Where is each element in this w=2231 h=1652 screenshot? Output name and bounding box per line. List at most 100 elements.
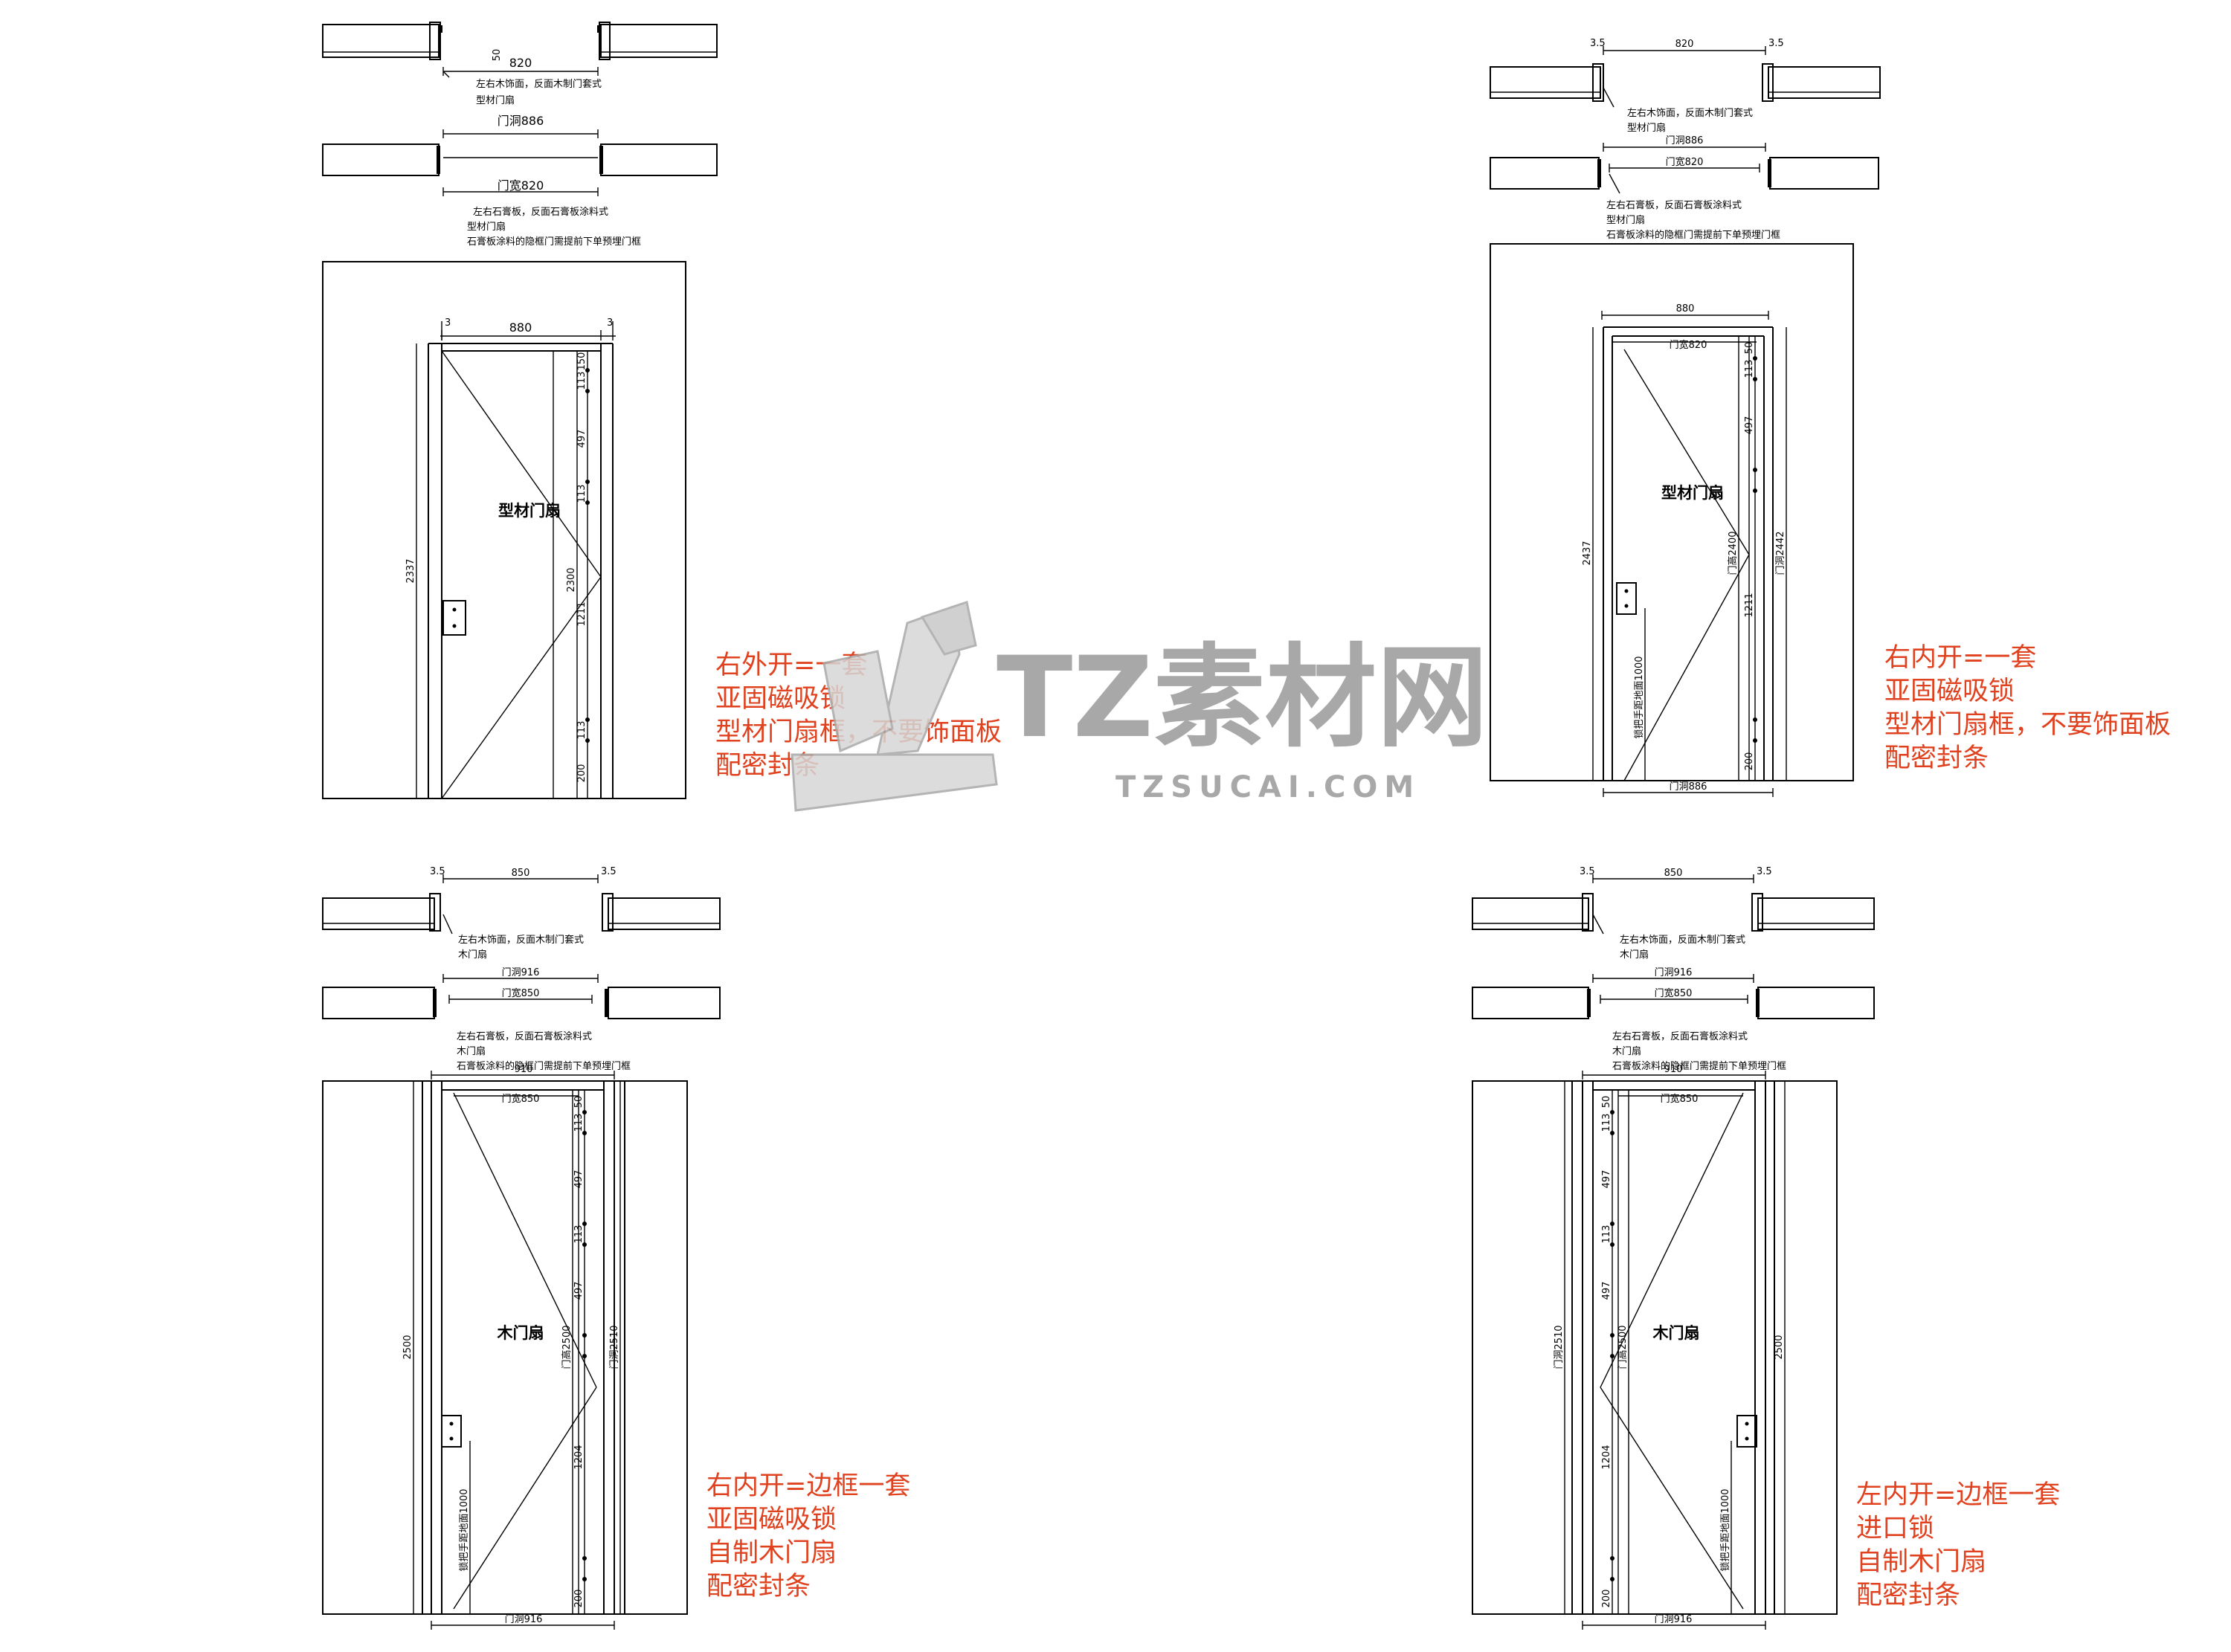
dim-elev-handle: 锁把手距地面1000 bbox=[1719, 1488, 1731, 1571]
spec-note-3: 自制木门扇 bbox=[1856, 1547, 1986, 1577]
dim-seg-5: 1211 bbox=[576, 601, 587, 626]
spec-notes: 右内开=边框一套 亚固磁吸锁 自制木门扇 配密封条 bbox=[706, 1471, 910, 1601]
dim-elev-width: 880 bbox=[1676, 303, 1695, 314]
dim-plan2-opening: 门洞886 bbox=[1666, 135, 1704, 146]
dim-plan2-door-width: 门宽820 bbox=[498, 178, 544, 193]
plan-wood-trim: 820 3.5 3.5 左右木饰面，反面木制门套式 型材门扇 bbox=[1490, 38, 1881, 134]
dim-seg-1: 50 bbox=[1744, 342, 1755, 355]
dim-seg-3: 497 bbox=[573, 1170, 585, 1189]
spec-note-4: 配密封条 bbox=[1856, 1581, 1960, 1610]
dim-plan1-r: 3.5 bbox=[1768, 38, 1784, 49]
plan-wood-trim: 850 3.5 3.5 左右木饰面，反面木制门套式 木门扇 bbox=[322, 866, 721, 961]
dim-seg-2: 113 bbox=[1744, 360, 1755, 378]
leaf-label: 型材门扇 bbox=[498, 502, 561, 520]
plan1-note-2: 型材门扇 bbox=[1627, 122, 1666, 134]
dim-plan1-width: 820 bbox=[509, 56, 532, 70]
dim-elev-handle: 锁把手距地面1000 bbox=[1633, 656, 1645, 738]
dim-seg-4: 113 bbox=[1601, 1225, 1612, 1244]
plan-wood-trim: 820 50 左右木饰面，反面木制门套式 型材门扇 bbox=[322, 22, 718, 106]
elevation-profile-door: 880 门宽820 锁把手距地面1000 2437 门高2400 门洞2442 bbox=[1490, 243, 1854, 797]
dim-elev-bottom: 门洞916 bbox=[505, 1614, 543, 1625]
dim-seg-5: 497 bbox=[573, 1282, 585, 1300]
elevation-profile-door: 880 3 3 2337 2300 150 113 497 113 1211 1… bbox=[322, 261, 686, 799]
panel-bottom-right: 850 3.5 3.5 左右木饰面，反面木制门套式 木门扇 门洞916 bbox=[1472, 866, 2060, 1630]
dim-elev-height-opening: 门洞2442 bbox=[1775, 531, 1786, 575]
leaf-label: 木门扇 bbox=[497, 1324, 544, 1342]
dim-elev-height-total: 2337 bbox=[405, 558, 416, 583]
dim-plan2-opening: 门洞886 bbox=[498, 114, 544, 128]
plan1-note-1: 左右木饰面，反面木制门套式 bbox=[1627, 107, 1753, 119]
spec-note-3: 自制木门扇 bbox=[706, 1538, 837, 1568]
dim-plan2-door-width: 门宽850 bbox=[1655, 987, 1693, 999]
plan2-note-3: 石膏板涂料的隐框门需提前下单预埋门框 bbox=[457, 1060, 631, 1072]
spec-note-1: 左内开=边框一套 bbox=[1856, 1480, 2060, 1510]
dim-elev-bottom: 门洞886 bbox=[1670, 781, 1707, 793]
dim-plan2-opening: 门洞916 bbox=[502, 967, 540, 978]
spec-note-3: 型材门扇框，不要饰面板 bbox=[1884, 710, 2171, 740]
watermark-logo-icon bbox=[791, 601, 998, 812]
dim-elev-height-opening: 门洞2510 bbox=[1554, 1325, 1565, 1369]
panel-bottom-left: 850 3.5 3.5 左右木饰面，反面木制门套式 木门扇 门洞916 bbox=[322, 866, 910, 1630]
plan1-note-1: 左右木饰面，反面木制门套式 bbox=[458, 934, 584, 946]
plan1-note-2: 木门扇 bbox=[458, 949, 487, 961]
watermark-url: TZSUCAI.COM bbox=[1116, 770, 1420, 804]
plan1-note-2: 木门扇 bbox=[1620, 949, 1649, 961]
plan-wood-trim: 850 3.5 3.5 左右木饰面，反面木制门套式 木门扇 bbox=[1472, 866, 1875, 961]
dim-seg-2: 113 bbox=[576, 372, 587, 390]
dim-elev-inner: 门宽820 bbox=[1670, 339, 1707, 351]
dim-seg-4: 1211 bbox=[1744, 593, 1755, 617]
spec-note-2: 亚固磁吸锁 bbox=[1884, 677, 2015, 706]
dim-plan2-door-width: 门宽850 bbox=[502, 987, 540, 999]
plan1-note-2: 型材门扇 bbox=[476, 94, 515, 106]
dim-elev-width: 880 bbox=[509, 320, 532, 335]
dim-elev-height-total: 2500 bbox=[402, 1335, 413, 1359]
leaf-label: 型材门扇 bbox=[1661, 484, 1724, 502]
dim-elev-handle: 锁把手距地面1000 bbox=[458, 1488, 470, 1571]
dim-elev-height-total: 2437 bbox=[1582, 541, 1593, 565]
dim-seg-7: 200 bbox=[576, 764, 587, 783]
dim-seg-5: 497 bbox=[1601, 1282, 1612, 1300]
dim-elev-height-leaf: 门高2500 bbox=[561, 1325, 573, 1369]
spec-note-4: 配密封条 bbox=[1884, 743, 1989, 773]
dim-seg-1: 50 bbox=[573, 1096, 585, 1109]
dim-elev-width-r: 3 bbox=[607, 317, 613, 329]
plan2-note-1: 左右石膏板，反面石膏板涂料式 bbox=[457, 1030, 592, 1042]
spec-notes: 左内开=边框一套 进口锁 自制木门扇 配密封条 bbox=[1856, 1480, 2060, 1610]
dim-seg-7: 200 bbox=[1601, 1590, 1612, 1608]
dim-seg-4: 113 bbox=[576, 485, 587, 503]
dim-elev-bottom: 门洞916 bbox=[1655, 1614, 1693, 1625]
dim-seg-1: 50 bbox=[1601, 1096, 1612, 1109]
plan2-note-2: 型材门扇 bbox=[467, 221, 506, 233]
dim-seg-3: 497 bbox=[576, 430, 587, 448]
dim-seg-7: 200 bbox=[573, 1590, 585, 1608]
dim-plan2-door-width: 门宽820 bbox=[1666, 156, 1704, 168]
dim-elev-height-leaf: 2300 bbox=[566, 567, 577, 592]
dim-plan1-l: 3.5 bbox=[1580, 866, 1595, 877]
elevation-wood-door: 910 门宽850 锁把手距地面1000 2500 门高2500 门洞25 bbox=[1472, 1064, 1838, 1630]
dim-elev-height-total: 2500 bbox=[1774, 1335, 1785, 1359]
dim-seg-4: 113 bbox=[573, 1225, 585, 1244]
dim-plan1-side: 50 bbox=[492, 49, 503, 62]
plan2-note-2: 木门扇 bbox=[1612, 1045, 1641, 1057]
plan-gypsum: 门洞916 门宽850 左右石膏板，反面石膏板涂料式 木门扇 石膏板涂料的隐框门… bbox=[1472, 967, 1875, 1072]
spec-note-1: 右内开=一套 bbox=[1884, 643, 2036, 673]
dim-seg-6: 1204 bbox=[1601, 1445, 1612, 1469]
spec-note-2: 亚固磁吸锁 bbox=[706, 1505, 837, 1535]
panel-top-right: 820 3.5 3.5 左右木饰面，反面木制门套式 型材门扇 门洞886 bbox=[1490, 38, 2171, 797]
plan2-note-3: 石膏板涂料的隐框门需提前下单预埋门框 bbox=[1612, 1060, 1786, 1072]
plan2-note-3: 石膏板涂料的隐框门需提前下单预埋门框 bbox=[1606, 229, 1780, 241]
plan-gypsum: 门洞886 门宽820 左右石膏板，反面石膏板涂料式 型材门扇 石膏板涂料的隐框… bbox=[1490, 135, 1879, 241]
spec-notes: 右内开=一套 亚固磁吸锁 型材门扇框，不要饰面板 配密封条 bbox=[1884, 643, 2171, 773]
spec-note-1: 右内开=边框一套 bbox=[706, 1471, 910, 1501]
watermark: TZ素材网 TZSUCAI.COM bbox=[791, 601, 1488, 812]
dim-seg-6: 1204 bbox=[573, 1445, 585, 1469]
spec-note-4: 配密封条 bbox=[706, 1572, 811, 1601]
plan1-note-1: 左右木饰面，反面木制门套式 bbox=[1620, 934, 1745, 946]
plan-gypsum: 门洞886 门宽820 左右石膏板，反面石膏板涂料式 型材门扇 石膏板涂料的隐框… bbox=[322, 114, 718, 248]
dim-plan1-width: 850 bbox=[1664, 868, 1683, 879]
plan2-note-3: 石膏板涂料的隐框门需提前下单预埋门框 bbox=[467, 236, 641, 248]
dim-plan1-l: 3.5 bbox=[1590, 38, 1606, 49]
plan-gypsum: 门洞916 门宽850 左右石膏板，反面石膏板涂料式 木门扇 石膏板涂料的隐框门… bbox=[322, 967, 721, 1072]
dim-plan1-r: 3.5 bbox=[1757, 866, 1772, 877]
